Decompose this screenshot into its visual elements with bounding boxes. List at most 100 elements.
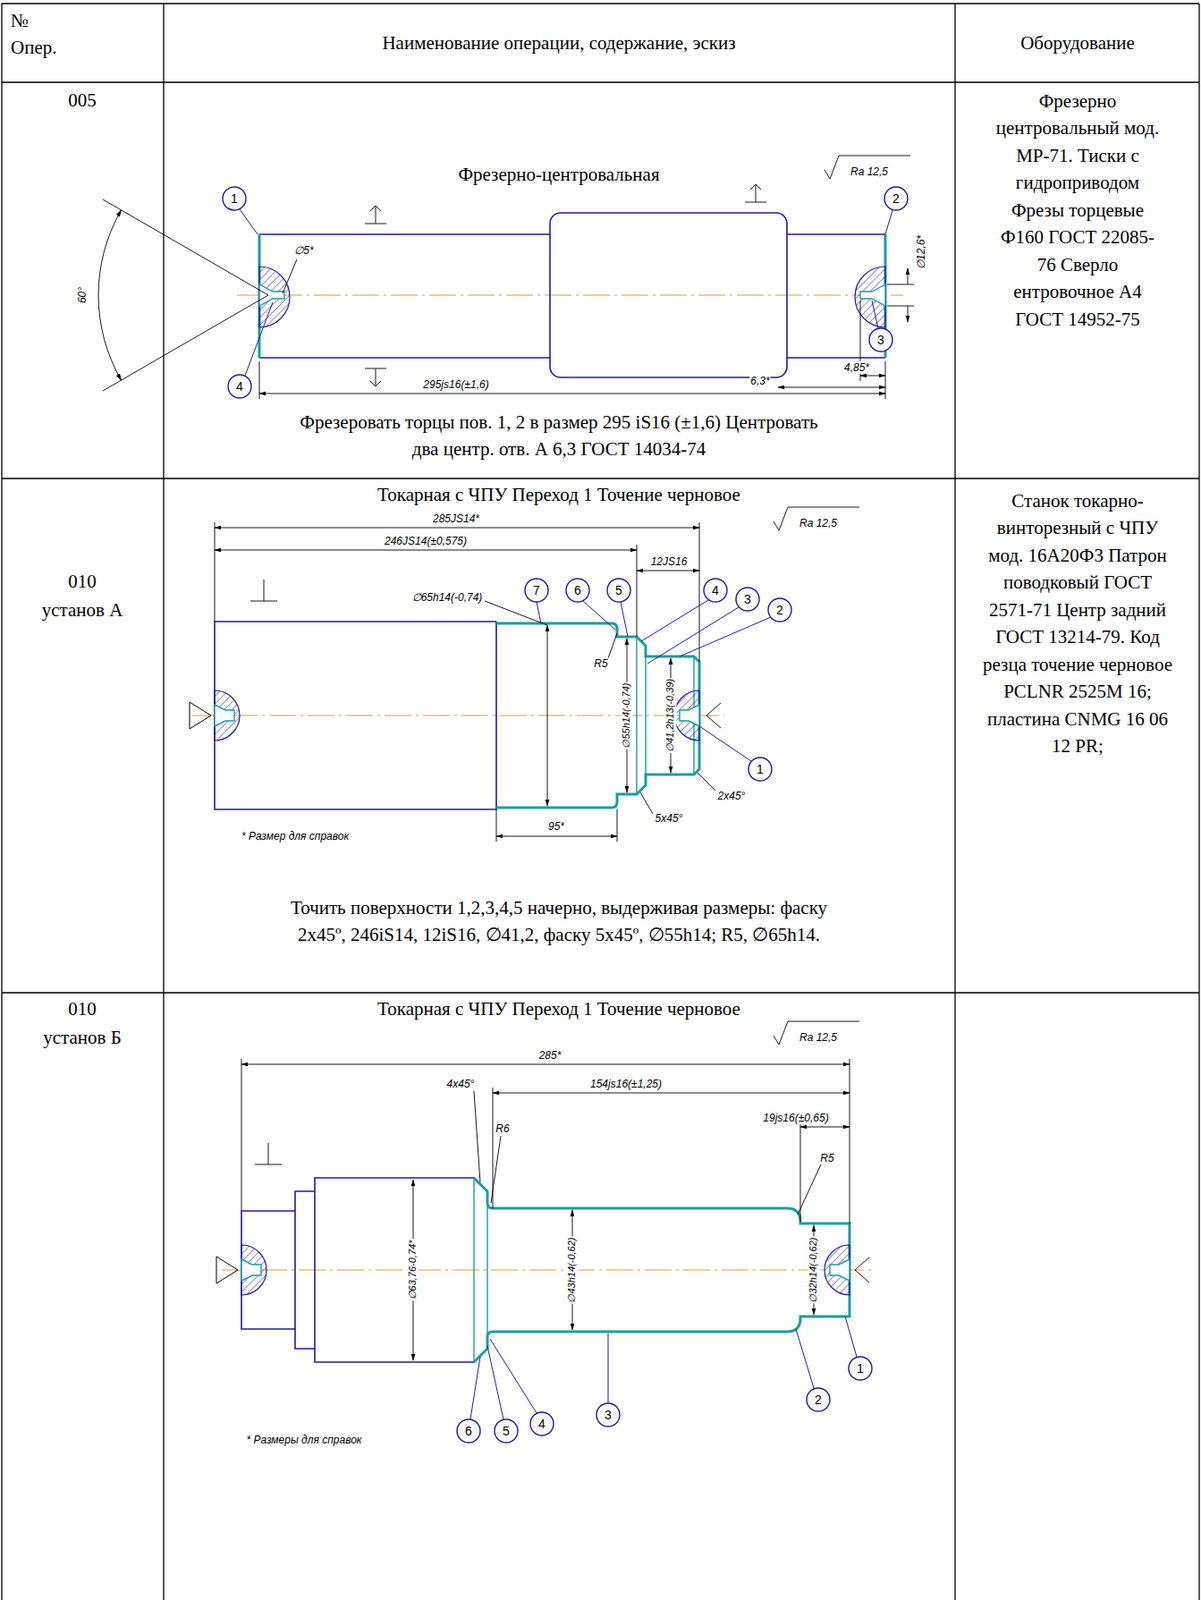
shaft-sketch — [496, 623, 700, 808]
dimension-label: ∅43h14(-0,62) — [566, 1236, 578, 1304]
callout-number: 3 — [604, 1408, 612, 1421]
dimension-label: ∅63,76-0,74* — [406, 1239, 419, 1302]
note-text: * Размеры для справок — [245, 1433, 363, 1447]
dimension-label: R5 — [592, 657, 609, 670]
callout-number: 4 — [711, 583, 719, 597]
table-text: 010 — [67, 995, 97, 1023]
shaft-sketch — [596, 1403, 620, 1427]
shaft-sketch — [222, 186, 246, 211]
shaft-sketch — [907, 268, 909, 322]
shaft-sketch — [887, 284, 914, 306]
shaft-sketch — [214, 527, 700, 529]
shaft-sketch — [456, 1419, 481, 1443]
shaft-sketch — [536, 600, 771, 762]
shaft-sketch — [102, 199, 269, 391]
shaft-sketch — [703, 578, 728, 602]
shaft-sketch — [768, 598, 792, 622]
callout-number: 6 — [574, 583, 582, 597]
shaft-sketch — [800, 1126, 850, 1128]
dimension-label: ∅65h14(-0,74) — [411, 591, 484, 604]
callout-number: 6 — [465, 1424, 473, 1438]
shaft-sketch — [824, 1244, 850, 1295]
shaft-sketch — [259, 266, 290, 328]
dimension-label: 4,85* — [843, 361, 871, 374]
shaft-sketch — [566, 578, 590, 602]
table-text: 005 — [67, 86, 97, 114]
table-text: установ А — [42, 596, 124, 624]
table-text: Токарная с ЧПУ Переход 1 Точение черново… — [377, 481, 741, 508]
dimension-label: ∅55h14(-0,74) — [620, 682, 633, 750]
shaft-sketch — [773, 507, 860, 531]
shaft-sketch — [829, 1259, 850, 1281]
shaft-sketch — [214, 704, 235, 727]
dimension-label: 19js16(±0,65) — [761, 1111, 829, 1125]
shaft-sketch — [748, 757, 772, 781]
shaft-sketch — [473, 1177, 850, 1362]
shaft-sketch — [496, 836, 618, 838]
dimension-label: ∅5* — [293, 244, 314, 257]
shaft-sketch — [241, 1259, 262, 1281]
callout-number: 1 — [230, 192, 238, 205]
dimension-label: R5 — [819, 1151, 835, 1165]
dimension-label: 12JS16 — [650, 555, 689, 568]
dimension-label: 295js16(±1,6) — [422, 378, 490, 391]
shaft-sketch — [216, 1256, 238, 1284]
shaft-sketch — [228, 374, 252, 398]
shaft-sketch — [854, 266, 886, 328]
table-text: Станок токарно-винторезный с ЧПУ мод. 16… — [981, 487, 1175, 760]
shaft-sketch — [778, 387, 886, 389]
shaft-sketch — [547, 625, 549, 806]
table-text: Фрезерно центровальный мод. МР-71. Тиски… — [992, 87, 1163, 333]
callout-number: 1 — [756, 762, 764, 776]
shaft-sketch — [214, 549, 637, 551]
shaft-sketch — [239, 209, 893, 376]
shaft-sketch — [259, 284, 285, 306]
dimension-label: 4x45° — [446, 1077, 476, 1091]
dimension-label: R6 — [494, 1122, 510, 1135]
shaft-sketch — [848, 1356, 872, 1380]
callout-number: 5 — [502, 1424, 510, 1438]
shaft-sketch — [679, 704, 700, 727]
dimension-label: 6,3* — [749, 374, 770, 388]
shaft-sketch — [549, 212, 787, 378]
dimension-label: 5x45° — [654, 811, 685, 825]
table-text: 010 — [67, 567, 97, 595]
shaft-sketch — [824, 155, 911, 179]
note-text: * Размер для справок — [240, 829, 350, 843]
shaft-sketch — [473, 1091, 821, 1215]
shaft-sketch — [214, 690, 240, 741]
shaft-sketch — [524, 578, 549, 602]
shaft-sketch — [860, 375, 886, 377]
shaft-sketch — [241, 1177, 488, 1362]
callout-number: 4 — [236, 380, 244, 393]
shaft-sketch — [473, 1177, 488, 1362]
dimension-label: 285* — [538, 1048, 563, 1062]
callout-number: 1 — [856, 1361, 864, 1375]
shaft-sketch — [773, 1021, 860, 1045]
callout-number: 2 — [892, 192, 900, 205]
callout-number: 3 — [877, 333, 885, 347]
table-text: Оборудование — [1020, 29, 1135, 57]
table-text: Токарная с ЧПУ Переход 1 Точение черново… — [377, 995, 741, 1023]
shaft-sketch — [236, 294, 904, 296]
table-text: Точить поверхности 1,2,3,4,5 начерно, вы… — [281, 894, 837, 949]
shaft-sketch — [259, 393, 886, 395]
callout-number: 4 — [538, 1417, 546, 1430]
dimension-label: 154js16(±1,25) — [589, 1077, 663, 1091]
table-text: Наименование операции, содержание, эскиз — [381, 29, 736, 57]
dimension-label: 285JS14* — [431, 512, 481, 525]
shaft-sketch — [869, 328, 893, 352]
shaft-sketch — [884, 186, 908, 211]
roughness-label: Ra 12,5 — [798, 516, 838, 530]
shaft-sketch — [259, 234, 886, 358]
shaft-sketch — [189, 701, 212, 729]
dimension-label: 95* — [547, 820, 566, 833]
shaft-sketch — [806, 1387, 830, 1412]
callout-number: 7 — [532, 583, 541, 597]
shaft-sketch — [241, 1058, 850, 1224]
callout-number: 2 — [776, 603, 784, 617]
dimension-label: 2x45° — [717, 789, 747, 803]
table-text: Фрезеровать торцы пов. 1, 2 в размер 295… — [295, 408, 823, 464]
